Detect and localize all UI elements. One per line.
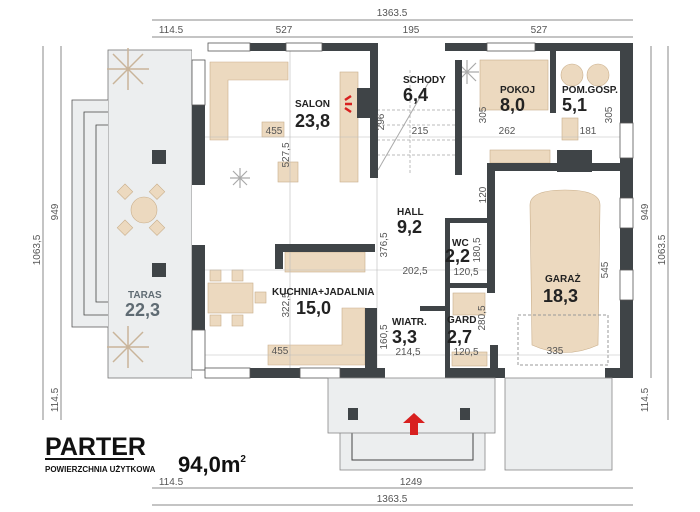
svg-text:160,5: 160,5 (379, 324, 390, 349)
svg-text:22,3: 22,3 (125, 300, 160, 320)
usable-area-label: POWIERZCHNIA UŻYTKOWA (45, 465, 156, 474)
dim-left-outer: 1063,5 (32, 234, 43, 265)
svg-text:305: 305 (478, 106, 489, 123)
entrance-arrow-icon (403, 413, 425, 435)
svg-text:GARAŻ: GARAŻ (545, 272, 581, 285)
svg-text:545: 545 (600, 261, 611, 278)
svg-text:180,5: 180,5 (472, 237, 483, 262)
room-wc: WC2,2 (445, 238, 470, 266)
svg-text:322,5: 322,5 (281, 292, 292, 317)
svg-text:214,5: 214,5 (395, 347, 420, 358)
dim-top-seg: 527 (276, 25, 293, 36)
svg-text:TARAS: TARAS (128, 290, 162, 301)
corner-sofa (209, 61, 289, 141)
dimension-lines (42, 19, 669, 506)
svg-text:SCHODY: SCHODY (403, 75, 446, 86)
svg-text:120,5: 120,5 (453, 347, 478, 358)
dim-right-inner: 949 (640, 203, 651, 220)
svg-text:215: 215 (412, 126, 429, 137)
interior-dimensions: 455 527,5 296 215 305 262 305 181 120 37… (266, 106, 615, 358)
column (152, 263, 166, 277)
svg-text:5,1: 5,1 (562, 95, 587, 115)
dim-top-seg: 527 (531, 25, 548, 36)
svg-text:181: 181 (580, 126, 597, 137)
svg-text:HALL: HALL (397, 207, 424, 218)
dim-bottom-total: 1363.5 (377, 494, 408, 505)
svg-text:POKOJ: POKOJ (500, 85, 535, 96)
plant-icon (230, 60, 479, 188)
svg-text:120,5: 120,5 (453, 267, 478, 278)
svg-text:KUCHNIA+JADALNIA: KUCHNIA+JADALNIA (272, 287, 375, 298)
svg-text:455: 455 (266, 126, 283, 137)
dim-right-outer: 1063.5 (657, 234, 668, 265)
svg-text:POM.GOSP.: POM.GOSP. (562, 85, 618, 96)
dining-table (207, 282, 254, 314)
svg-text:2,2: 2,2 (445, 246, 470, 266)
svg-text:8,0: 8,0 (500, 95, 525, 115)
svg-text:SALON: SALON (295, 99, 330, 110)
svg-text:280,5: 280,5 (477, 305, 488, 330)
desk (479, 59, 549, 111)
dim-right-bottom: 114.5 (640, 387, 651, 412)
svg-text:376,5: 376,5 (379, 232, 390, 257)
svg-text:202,5: 202,5 (402, 266, 427, 277)
plant-icon (107, 48, 149, 368)
car (529, 189, 601, 353)
usable-area-value: 94,0m2 (178, 452, 246, 477)
svg-text:120: 120 (478, 186, 489, 203)
floor-title: PARTER (45, 433, 146, 461)
room-pom-gosp: POM.GOSP.5,1 (562, 85, 618, 115)
svg-text:WC: WC (452, 238, 469, 249)
svg-text:527,5: 527,5 (281, 142, 292, 167)
driveway (504, 377, 613, 471)
terrace (71, 48, 193, 379)
guide-lines (205, 43, 620, 378)
dim-left-inner: 949 (50, 203, 61, 220)
fireplace-icon (344, 88, 370, 118)
svg-text:18,3: 18,3 (543, 286, 578, 306)
terrace-table (130, 196, 158, 224)
svg-text:2,7: 2,7 (447, 327, 472, 347)
dim-top-seg: 114.5 (159, 25, 184, 36)
dim-left-bottom: 114.5 (50, 387, 61, 412)
svg-text:6,4: 6,4 (403, 85, 428, 105)
room-wiatr: WIATR.3,3 (392, 317, 427, 347)
svg-text:455: 455 (272, 346, 289, 357)
dim-bottom-seg: 114.5 (159, 477, 184, 488)
svg-text:23,8: 23,8 (295, 111, 330, 131)
svg-text:3,3: 3,3 (392, 327, 417, 347)
svg-text:15,0: 15,0 (296, 298, 331, 318)
column (152, 150, 166, 164)
dim-top-total: 1363.5 (377, 8, 408, 19)
svg-text:305: 305 (604, 106, 615, 123)
windows (191, 42, 634, 379)
kitchen-counter (284, 251, 366, 273)
walls (192, 43, 633, 378)
dim-bottom-seg: 1249 (400, 477, 423, 488)
svg-text:335: 335 (547, 346, 564, 357)
svg-text:296: 296 (376, 113, 387, 130)
furniture (207, 59, 610, 367)
svg-text:GARD: GARD (447, 315, 476, 326)
svg-text:9,2: 9,2 (397, 217, 422, 237)
svg-text:262: 262 (499, 126, 516, 137)
dim-top-seg: 195 (403, 25, 420, 36)
entrance-porch (327, 377, 613, 471)
svg-text:WIATR.: WIATR. (392, 317, 427, 328)
